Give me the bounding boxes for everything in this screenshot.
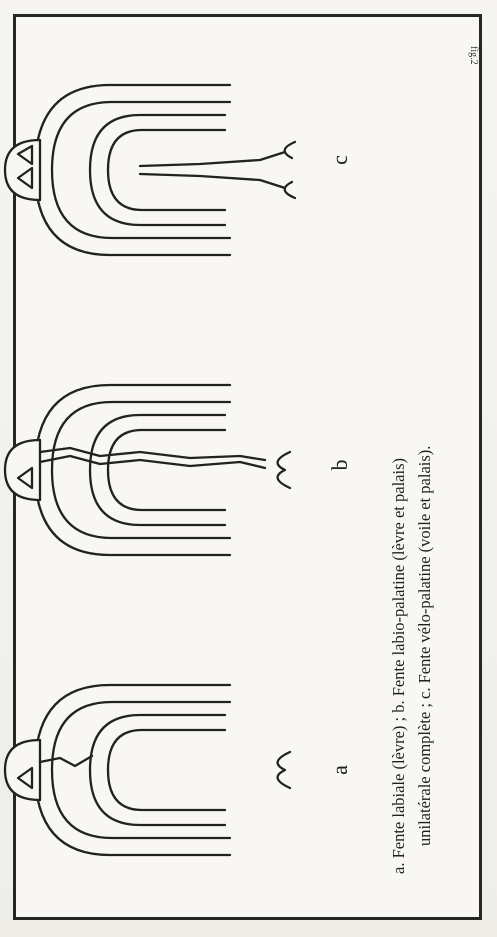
palate-cleft-b-edge [40, 448, 265, 460]
uvula-c [285, 142, 295, 198]
outer-arch-b-inner [52, 402, 230, 538]
panel-letter-a: a [327, 765, 352, 775]
lip-cleft-a [40, 756, 92, 766]
premaxilla-b [5, 440, 40, 500]
premaxilla-a [5, 740, 40, 800]
panel-letter-c: c [327, 155, 352, 165]
palate-diagram-a [5, 685, 290, 855]
velum-cleft-c [140, 174, 285, 188]
dental-arch-b [90, 415, 225, 525]
dental-arch-a-inner [108, 730, 225, 810]
palate-diagram-b [5, 385, 290, 555]
caption-line-2: unilatérale complète ; c. Fente vélo-pal… [415, 446, 434, 846]
outer-arch-c [35, 85, 230, 255]
dental-arch-c [90, 115, 225, 225]
outer-arch-a-inner [52, 702, 230, 838]
uvula-a [278, 752, 290, 788]
fig-label: fig.2 [468, 46, 479, 65]
dental-arch-b-inner [108, 430, 225, 510]
uvula-b [278, 452, 290, 488]
premaxilla-c [5, 140, 40, 200]
dental-arch-a [90, 715, 225, 825]
palate-diagram-c [5, 85, 295, 255]
outer-arch-a [35, 685, 230, 855]
panel-letter-b: b [327, 460, 352, 471]
outer-arch-c-inner [52, 102, 230, 238]
dental-arch-c-inner [108, 130, 225, 210]
palate-cleft-b [40, 456, 265, 468]
outer-arch-b [35, 385, 230, 555]
velum-cleft-c-edge [140, 152, 285, 166]
caption-line-1: a. Fente labiale (lèvre) ; b. Fente labi… [389, 458, 408, 874]
